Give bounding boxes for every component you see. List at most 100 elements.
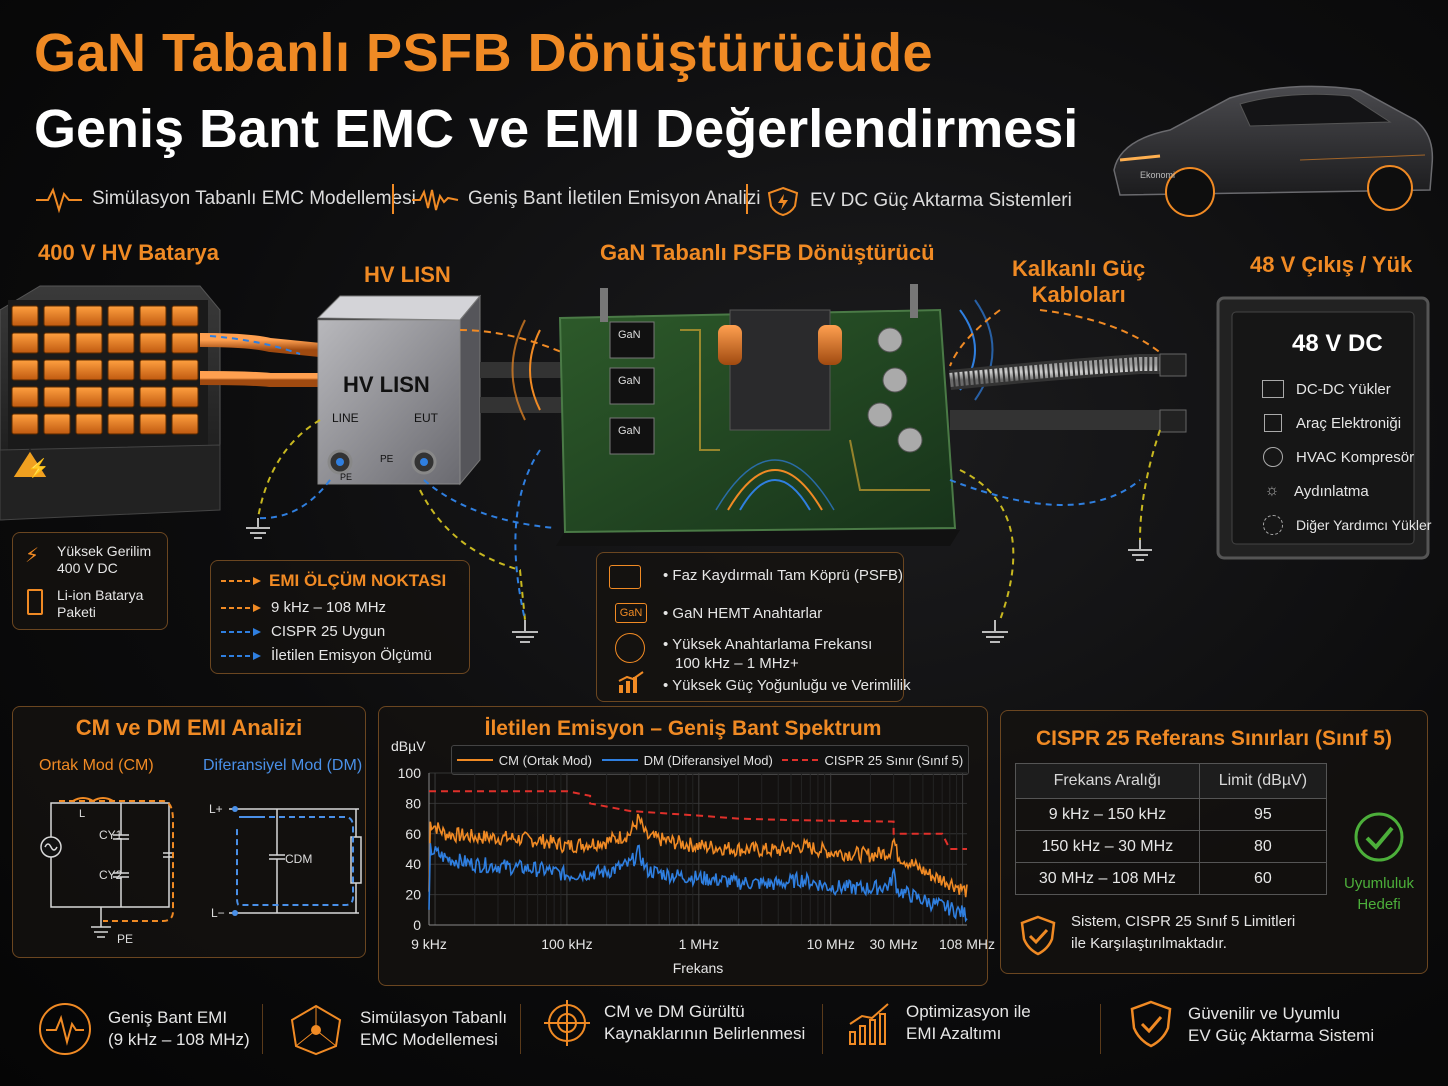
battery-cell xyxy=(75,332,103,354)
x-tick-label: 100 kHz xyxy=(541,936,592,952)
emi-measurement-item: CISPR 25 Uygun xyxy=(221,623,385,640)
battery-info-type: Li-ion Batarya Paketi xyxy=(57,587,143,621)
waveform-icon xyxy=(36,187,82,214)
tagline-broadband: Geniş Bant İletilen Emisyon Analizi xyxy=(412,186,761,212)
lightbulb-icon: ☼ xyxy=(1264,482,1280,499)
tagline-ev: EV DC Güç Aktarma Sistemleri xyxy=(766,186,1072,217)
shield-check-icon xyxy=(1130,1000,1172,1048)
cispr-note-line: Sistem, CISPR 25 Sınıf 5 Limitleri xyxy=(1071,913,1296,930)
battery-cell xyxy=(107,386,135,408)
x-tick-label: 30 MHz xyxy=(870,936,918,952)
battery-info-line: Yüksek Gerilim xyxy=(57,543,152,559)
dcdc-icon xyxy=(1262,380,1284,398)
cables-title: Kalkanlı Güç Kabloları xyxy=(1012,256,1145,308)
growth-chart-icon xyxy=(849,1003,889,1045)
cables-title-line1: Kalkanlı Güç xyxy=(1012,256,1146,281)
tagline-separator xyxy=(392,184,394,214)
footer-line: CM ve DM Gürültü xyxy=(604,1002,745,1021)
load-item-label: Diğer Yardımcı Yükler xyxy=(1296,517,1432,533)
target-icon xyxy=(544,1000,590,1046)
table-cell: 150 kHz – 30 MHz xyxy=(1015,830,1200,863)
legend-swatch xyxy=(782,759,819,761)
footer-separator xyxy=(262,1004,263,1054)
dm-lplus-label: L+ xyxy=(209,802,223,816)
load-title: 48 V Çıkış / Yük xyxy=(1250,252,1413,277)
battery-info-voltage: Yüksek Gerilim 400 V DC xyxy=(57,543,151,577)
footer-line: EMC Modellemesi xyxy=(360,1030,498,1049)
battery-cell xyxy=(107,413,135,435)
table-cell: 80 xyxy=(1198,830,1328,863)
battery-cell xyxy=(171,413,199,435)
series-line-dm xyxy=(428,843,968,923)
shield-check-icon xyxy=(1020,915,1056,956)
legend-item-dm: DM (Diferansiyel Mod) xyxy=(601,753,773,768)
emi-measurement-box: EMI ÖLÇÜM NOKTASI 9 kHz – 108 MHz CISPR … xyxy=(210,560,470,674)
footer-line: EMI Azaltımı xyxy=(906,1024,1002,1043)
waveform-circle-icon xyxy=(39,1003,91,1055)
gan-chip-label: GaN xyxy=(618,329,641,341)
cispr-title: CISPR 25 Referans Sınırları (Sınıf 5) xyxy=(1036,727,1392,750)
cispr-note-line: ile Karşılaştırılmaktadır. xyxy=(1071,935,1227,952)
battery-cell xyxy=(75,386,103,408)
x-tick-label: 10 MHz xyxy=(807,936,855,952)
battery-info-line: Li-ion Batarya xyxy=(57,587,144,603)
bolt-icon: ⚡ xyxy=(25,545,40,567)
feature-item: • Yüksek Güç Yoğunluğu ve Verimlilik xyxy=(663,677,911,694)
feature-item: • Faz Kaydırmalı Tam Köprü (PSFB) xyxy=(663,567,904,584)
y-tick-label: 20 xyxy=(405,887,421,903)
page-title-line2: Geniş Bant EMC ve EMI Değerlendirmesi xyxy=(34,99,1079,159)
emi-measurement-item: İletilen Emisyon Ölçümü xyxy=(221,647,432,664)
network-icon xyxy=(290,1004,342,1056)
footer-separator xyxy=(822,1004,823,1054)
page-title-line1: GaN Tabanlı PSFB Dönüştürücüde xyxy=(34,23,934,83)
feature-label: Yüksek Anahtarlama Frekansı xyxy=(672,636,873,653)
battery-info-line: Paketi xyxy=(57,604,96,620)
x-tick-label: 108 MHz xyxy=(939,936,995,952)
footer-line: Kaynaklarının Belirlenmesi xyxy=(604,1024,806,1043)
emi-measurement-item: 9 kHz – 108 MHz xyxy=(221,599,386,616)
table-cell: 9 kHz – 150 kHz xyxy=(1015,798,1200,831)
cmdm-panel: CM ve DM EMI Analizi Ortak Mod (CM) Dife… xyxy=(12,706,366,958)
y-tick-label: 100 xyxy=(398,765,422,781)
battery-cell xyxy=(171,386,199,408)
lisn-pe-label: PE xyxy=(380,454,394,465)
table-row: 150 kHz – 30 MHz 80 xyxy=(1015,830,1328,863)
footer-line: Güvenilir ve Uyumlu xyxy=(1188,1004,1341,1023)
dm-label: Diferansiyel Mod (DM) xyxy=(203,757,363,774)
load-item-label: DC-DC Yükler xyxy=(1296,380,1391,398)
system-diagram: ⚡ HV LISN LINE EUT PE PE xyxy=(0,284,1430,643)
battery-cell xyxy=(139,359,167,381)
cispr-table: Frekans Aralığı Limit (dBµV) 9 kHz – 150… xyxy=(1015,763,1328,895)
lisn-box xyxy=(316,294,482,486)
cmdm-circuits: L CY1 CY2 PE L+ L− CDM xyxy=(40,797,362,946)
shield-bolt-icon xyxy=(767,186,799,217)
x-tick-label: 1 MHz xyxy=(679,936,719,952)
footer-line: (9 kHz – 108 MHz) xyxy=(108,1030,250,1049)
blue-dashed-arrow-icon xyxy=(221,627,261,636)
table-row: 30 MHz – 108 MHz 60 xyxy=(1015,862,1328,895)
legend-label: CM (Ortak Mod) xyxy=(498,752,592,768)
load-item: ☼ Aydınlatma xyxy=(1262,474,1431,508)
tagline-text: EV DC Güç Aktarma Sistemleri xyxy=(810,190,1072,211)
fan-icon xyxy=(1263,447,1283,467)
load-header: 48 V DC xyxy=(1292,330,1383,357)
feature-item: • GaN HEMT Anahtarlar xyxy=(663,605,823,622)
converter-title: GaN Tabanlı PSFB Dönüştürücü xyxy=(600,240,935,265)
battery-cell xyxy=(139,332,167,354)
battery-cell xyxy=(43,305,71,327)
legend-item-limit: CISPR 25 Sınır (Sınıf 5) xyxy=(782,753,963,768)
chart-title: İletilen Emisyon – Geniş Bant Spektrum xyxy=(484,717,882,740)
emi-measurement-item-label: CISPR 25 Uygun xyxy=(271,623,386,640)
emi-measurement-header: EMI ÖLÇÜM NOKTASI xyxy=(221,571,446,591)
lisn-title: HV LISN xyxy=(364,262,451,287)
emi-measurement-title: EMI ÖLÇÜM NOKTASI xyxy=(269,571,447,590)
battery-cell xyxy=(107,332,135,354)
cdm-label: CDM xyxy=(285,852,312,866)
feature-sublabel: 100 kHz – 1 MHz+ xyxy=(675,655,799,672)
load-item-label: HVAC Kompresör xyxy=(1296,448,1415,466)
battery-info-line: 400 V DC xyxy=(57,560,118,576)
